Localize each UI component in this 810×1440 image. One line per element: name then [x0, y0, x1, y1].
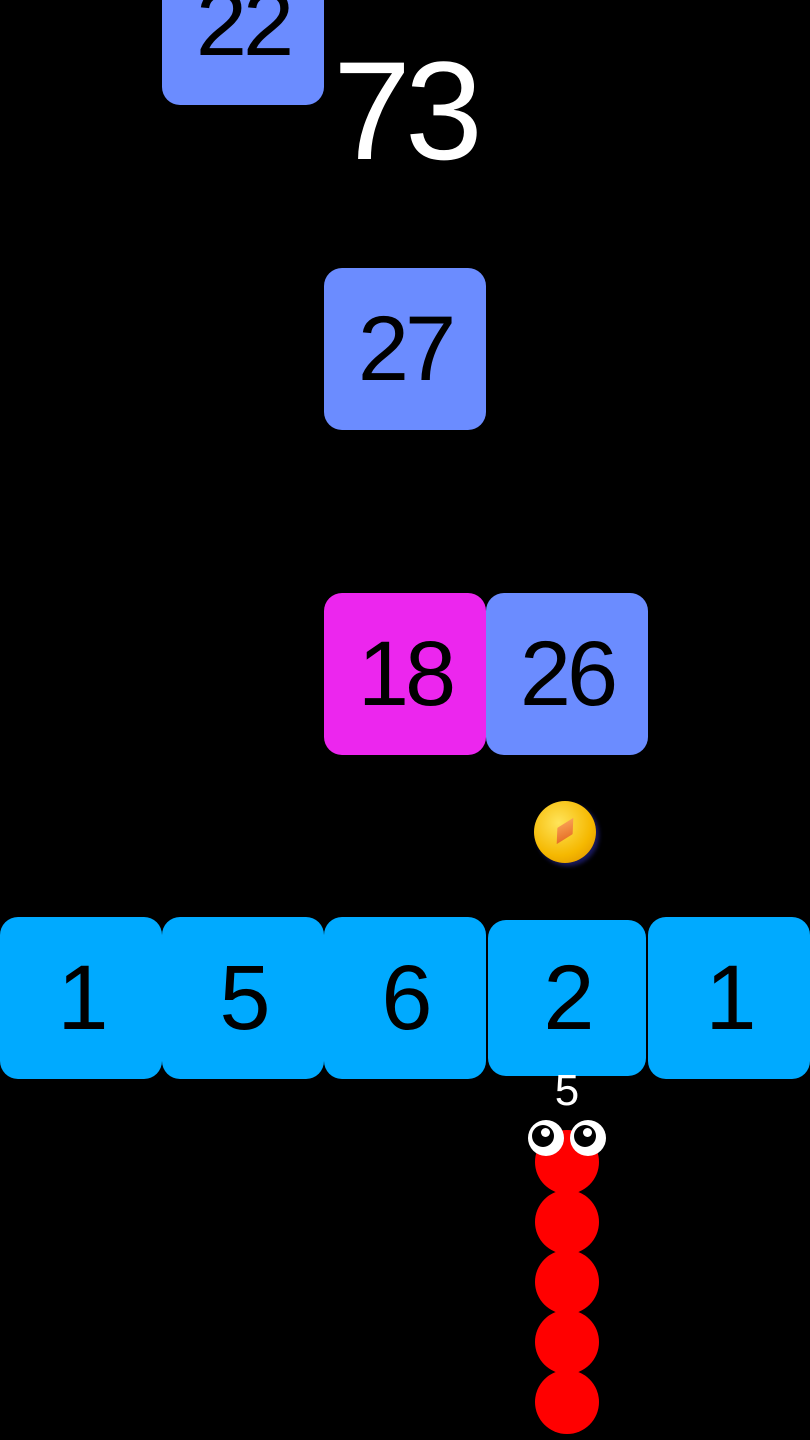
number-block: 18	[324, 593, 486, 755]
snake-segment	[535, 1250, 599, 1314]
coin-icon	[534, 801, 596, 863]
number-block: 27	[324, 268, 486, 430]
wall-block: 1	[648, 917, 810, 1079]
eye-icon	[528, 1120, 564, 1156]
wall-block: 2	[488, 920, 646, 1076]
eye-icon	[570, 1120, 606, 1156]
score-counter: 73	[333, 32, 483, 189]
wall-block: 1	[0, 917, 162, 1079]
number-block: 26	[486, 593, 648, 755]
number-block: 22	[162, 0, 324, 105]
snake-segment	[535, 1190, 599, 1254]
snake-length-label: 5	[554, 1066, 580, 1115]
wall-block: 6	[324, 917, 486, 1079]
snake-segment	[535, 1310, 599, 1374]
snake-segment	[535, 1370, 599, 1434]
gem-icon	[549, 815, 581, 847]
wall-block: 5	[162, 917, 324, 1079]
